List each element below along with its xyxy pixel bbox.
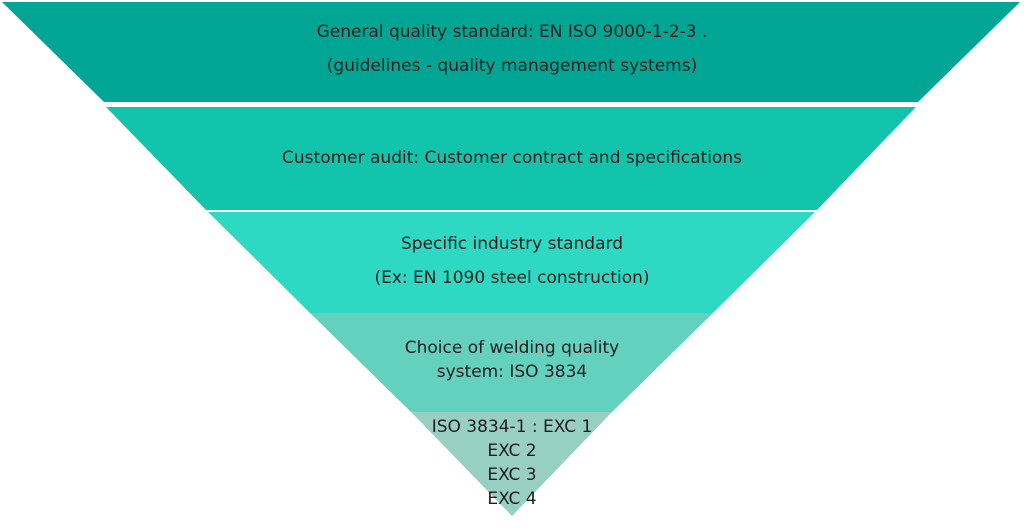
tier-3-label: Specific industry standard (Ex: EN 1090 … [0,236,1024,304]
tier-3-line-1: Specific industry standard [400,234,623,254]
tier-2-label: Customer audit: Customer contract and sp… [0,150,1024,167]
tier-4-line-1: Choice of welding quality [404,338,620,358]
tier-1-line-2: (guidelines - quality management systems… [326,56,698,76]
tier-4-shape [310,313,713,412]
tier-5-line-4: EXC 4 [487,489,537,509]
tier-5-line-3: EXC 3 [487,465,537,485]
tier-4-line-2: system: ISO 3834 [436,362,588,382]
tier-2-shape [106,107,916,210]
tier-1-shape [2,2,1020,102]
tier-1-label: General quality standard: EN ISO 9000-1-… [0,24,1024,92]
tier-5-label: ISO 3834-1 : EXC 1 EXC 2 EXC 3 EXC 4 [0,419,1024,515]
tier-2-line-1: Customer audit: Customer contract and sp… [282,148,742,168]
tier-5-line-1: ISO 3834-1 : EXC 1 [431,417,593,437]
tier-4-label: Choice of welding quality system: ISO 38… [0,340,1024,388]
tier-3-line-2: (Ex: EN 1090 steel construction) [374,268,650,288]
tier-3-shape [208,212,815,313]
tier-5-shape [411,412,612,516]
tier-1-line-1: General quality standard: EN ISO 9000-1-… [316,22,708,42]
tier-5-line-2: EXC 2 [487,441,537,461]
